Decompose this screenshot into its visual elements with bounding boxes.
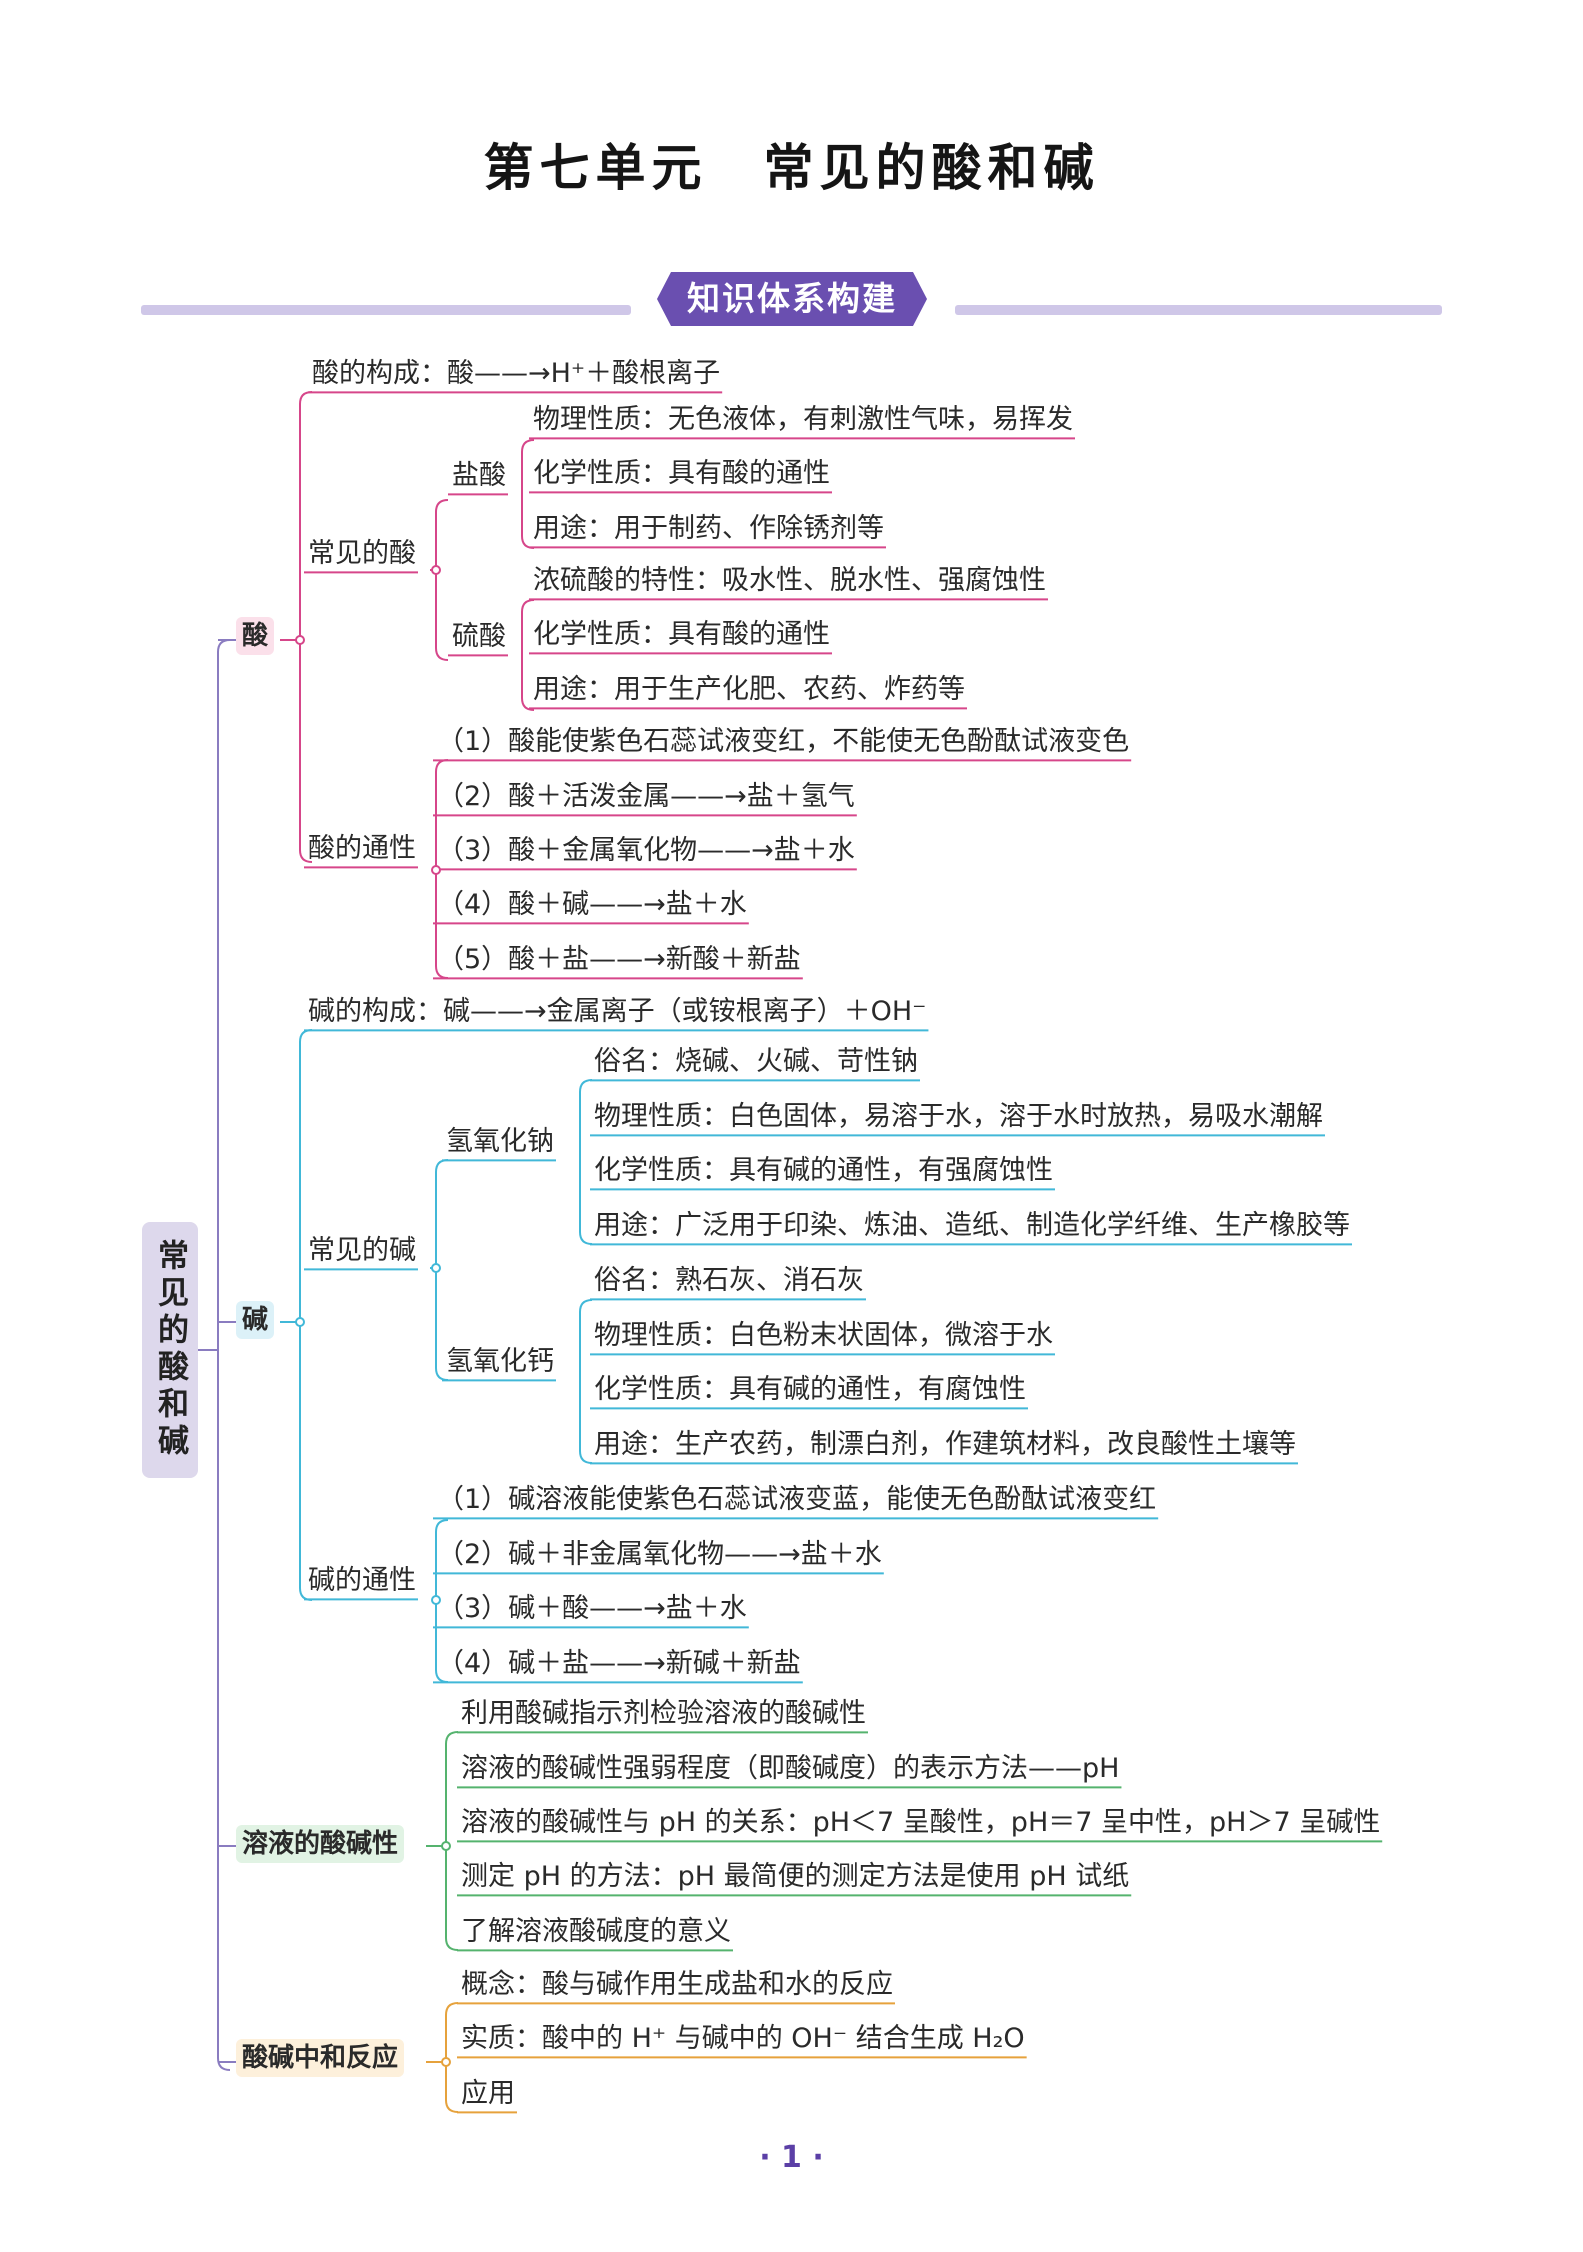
solution-item: 测定 pH 的方法：pH 最简便的测定方法是使用 pH 试纸	[461, 1861, 1130, 1892]
naoh-item: 俗名：烧碱、火碱、苛性钠	[594, 1046, 918, 1077]
neutralization-item: 实质：酸中的 H⁺ 与碱中的 OH⁻ 结合生成 H₂O	[461, 2023, 1025, 2054]
hcl-item: 用途：用于制药、作除锈剂等	[533, 513, 884, 544]
acid-general-item: （1）酸能使紫色石蕊试液变红，不能使无色酚酞试液变色	[437, 726, 1130, 757]
acid-general-item: （3）酸＋金属氧化物——→盐＋水	[437, 835, 855, 866]
naoh-item: 用途：广泛用于印染、炼油、造纸、制造化学纤维、生产橡胶等	[594, 1210, 1350, 1241]
base-general-item: （1）碱溶液能使紫色石蕊试液变蓝，能使无色酚酞试液变红	[437, 1484, 1157, 1515]
acid-composition: 酸的构成：酸——→H⁺＋酸根离子	[312, 358, 721, 389]
hcl-item: 化学性质：具有酸的通性	[533, 458, 830, 489]
section-banner	[657, 272, 927, 326]
acid-general-item: （2）酸＋活泼金属——→盐＋氢气	[437, 781, 855, 812]
caoh2-label: 氢氧化钙	[446, 1346, 554, 1377]
branch-base: 碱	[236, 1301, 275, 1339]
base-general-item: （3）碱＋酸——→盐＋水	[437, 1593, 747, 1624]
h2so4-item: 化学性质：具有酸的通性	[533, 619, 830, 650]
neutralization-item: 应用	[461, 2078, 515, 2109]
base-general-label: 碱的通性	[308, 1565, 416, 1596]
solution-item: 了解溶液酸碱度的意义	[461, 1916, 731, 1947]
acid-general-label: 酸的通性	[308, 833, 416, 864]
solution-item: 溶液的酸碱性强弱程度（即酸碱度）的表示方法——pH	[461, 1753, 1120, 1784]
neutralization-item: 概念：酸与碱作用生成盐和水的反应	[461, 1969, 893, 2000]
base-general-item: （4）碱＋盐——→新碱＋新盐	[437, 1648, 801, 1679]
hcl-label: 盐酸	[452, 460, 506, 491]
hcl-item: 物理性质：无色液体，有刺激性气味，易挥发	[533, 404, 1073, 435]
branch-acid: 酸	[236, 617, 275, 655]
caoh2-item: 物理性质：白色粉末状固体，微溶于水	[594, 1320, 1053, 1351]
acid-general-item: （4）酸＋碱——→盐＋水	[437, 889, 747, 920]
h2so4-item: 用途：用于生产化肥、农药、炸药等	[533, 674, 965, 705]
page-number: · 1 ·	[759, 2140, 824, 2175]
caoh2-item: 俗名：熟石灰、消石灰	[594, 1265, 864, 1296]
base-common-label: 常见的碱	[308, 1235, 416, 1266]
root-node: 常见的酸和碱	[142, 1222, 198, 1478]
acid-general-item: （5）酸＋盐——→新酸＋新盐	[437, 944, 801, 975]
naoh-label: 氢氧化钠	[446, 1126, 554, 1157]
solution-item: 利用酸碱指示剂检验溶液的酸碱性	[461, 1698, 866, 1729]
page-title: 第七单元 常见的酸和碱	[483, 139, 1100, 197]
solution-item: 溶液的酸碱性与 pH 的关系：pH＜7 呈酸性，pH＝7 呈中性，pH＞7 呈碱…	[461, 1807, 1381, 1838]
branch-neutralization: 酸碱中和反应	[236, 2039, 405, 2077]
caoh2-item: 用途：生产农药，制漂白剂，作建筑材料，改良酸性土壤等	[594, 1429, 1296, 1460]
caoh2-item: 化学性质：具有碱的通性，有腐蚀性	[594, 1374, 1026, 1405]
naoh-item: 化学性质：具有碱的通性，有强腐蚀性	[594, 1155, 1053, 1186]
naoh-item: 物理性质：白色固体，易溶于水，溶于水时放热，易吸水潮解	[594, 1101, 1323, 1132]
h2so4-item: 浓硫酸的特性：吸水性、脱水性、强腐蚀性	[533, 565, 1046, 596]
acid-common-label: 常见的酸	[308, 538, 416, 569]
branch-solution: 溶液的酸碱性	[236, 1825, 405, 1863]
base-composition: 碱的构成：碱——→金属离子（或铵根离子）＋OH⁻	[308, 996, 927, 1027]
h2so4-label: 硫酸	[452, 621, 506, 652]
section-banner-label: 知识体系构建	[687, 279, 897, 318]
base-general-item: （2）碱＋非金属氧化物——→盐＋水	[437, 1539, 882, 1570]
